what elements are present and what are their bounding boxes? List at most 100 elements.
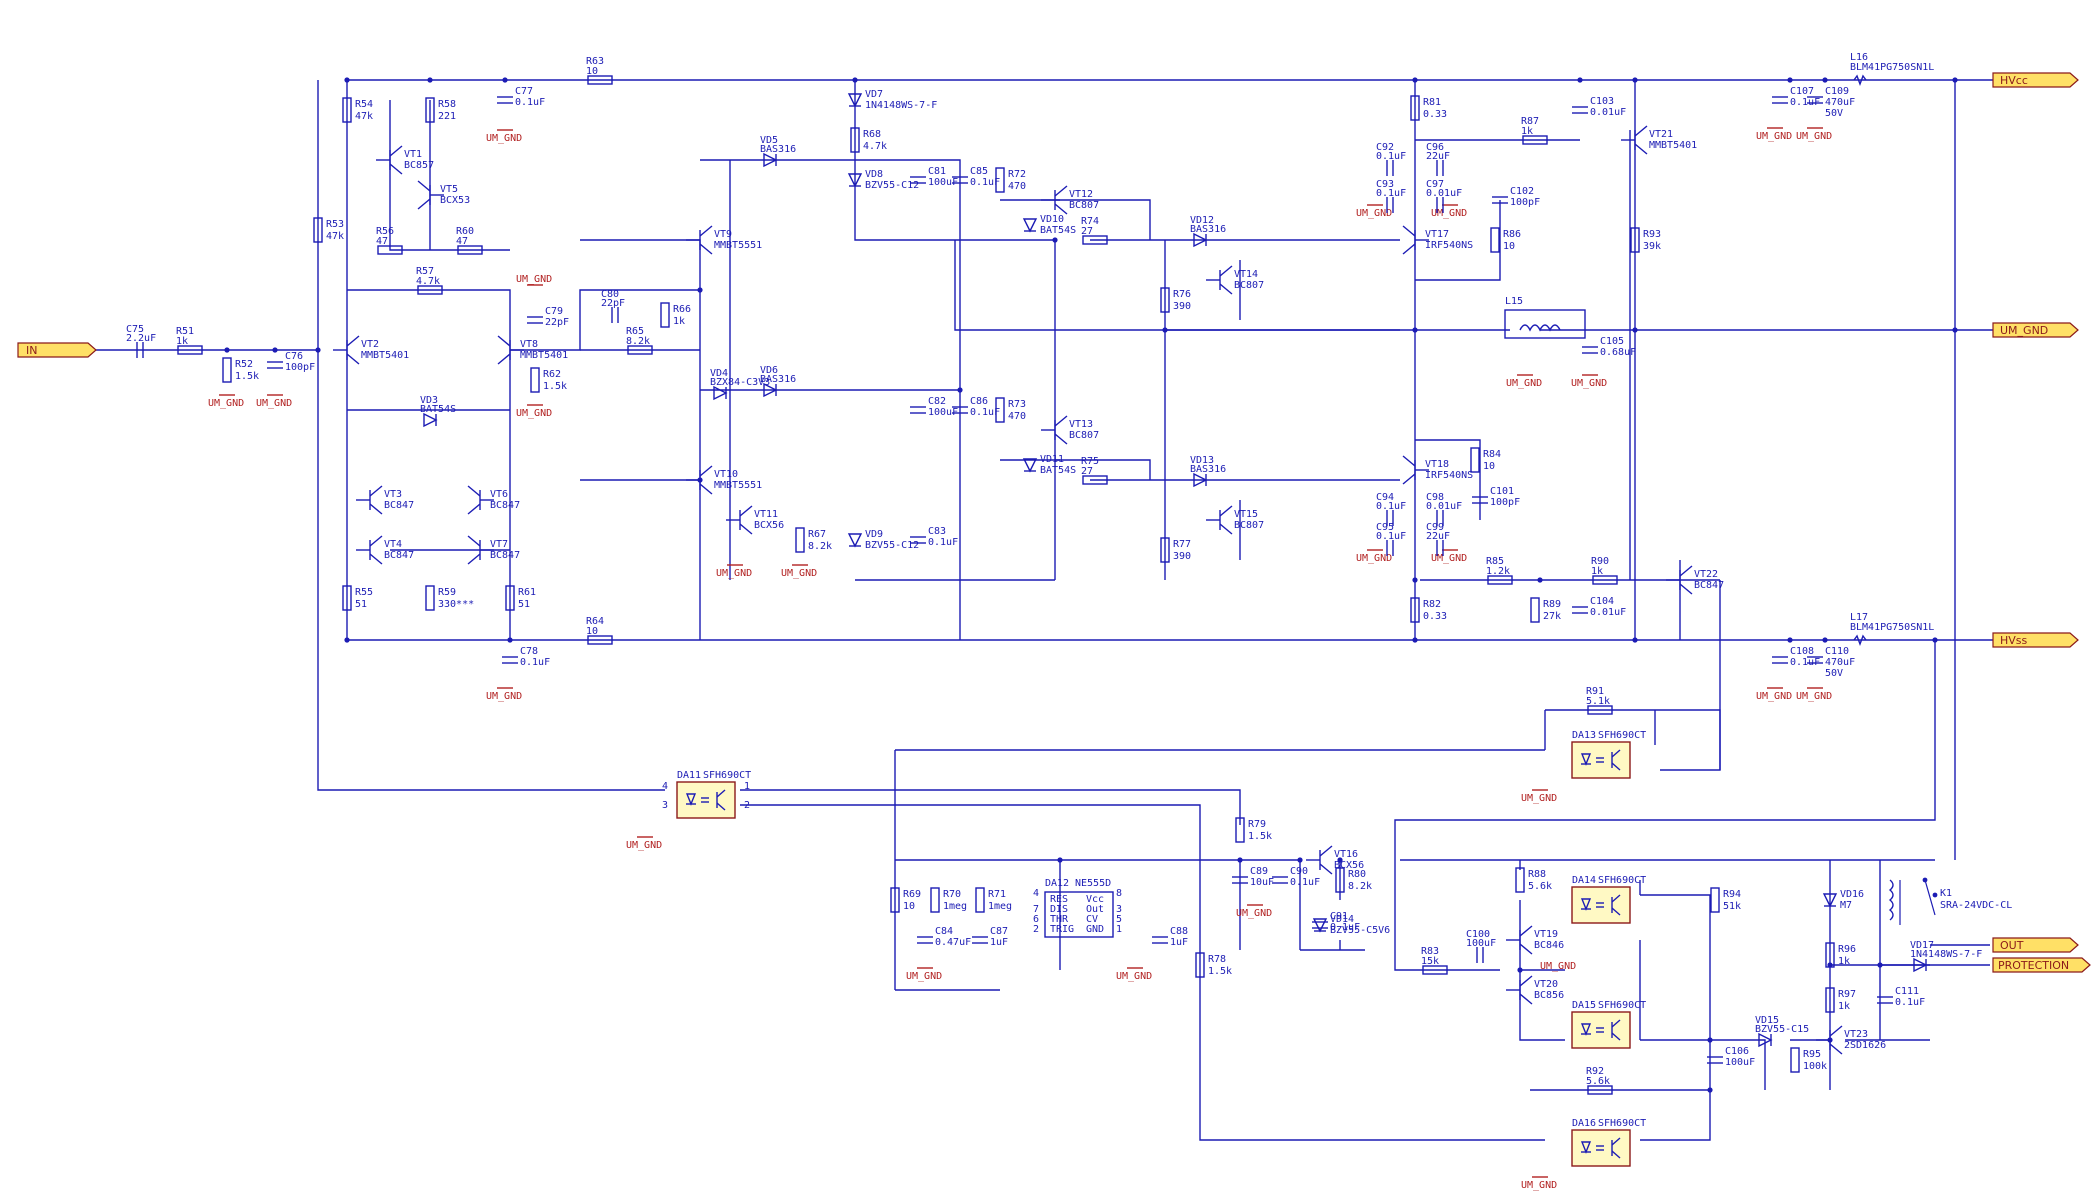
timer-pin-cv: CV — [1086, 914, 1098, 925]
resistor-value: 51k — [1723, 901, 1741, 912]
transistor-ref: VT2 — [361, 339, 379, 350]
optocoupler-value: SFH690CT — [1598, 1118, 1646, 1129]
transistor-value: BC847 — [384, 550, 414, 561]
resistor-value: 15k — [1421, 956, 1439, 967]
transistor-ref: VT20 — [1534, 979, 1558, 990]
resistor-value: 1k — [673, 316, 685, 327]
relay-ref: K1 — [1940, 888, 1952, 899]
capacitor-ref: C91 — [1330, 911, 1348, 922]
timer-pin-trig: TRIG — [1050, 924, 1074, 935]
capacitor-ref: C85 — [970, 166, 988, 177]
timer-pin-out: Out — [1086, 904, 1104, 915]
resistor-ref: R76 — [1173, 289, 1191, 300]
capacitor-layer: C752.2uFC76100pFC770.1uFC780.1uFC7922pFC… — [126, 86, 1925, 1068]
diode-ref: VD5 — [760, 135, 778, 146]
capacitor-ref: C79 — [545, 306, 563, 317]
optocoupler-value: SFH690CT — [703, 770, 751, 781]
resistor-ref: R95 — [1803, 1049, 1821, 1060]
capacitor-value: 0.1uF — [1376, 531, 1406, 542]
transistor-ref: VT1 — [404, 149, 422, 160]
capacitor-value: 0.1uF — [1376, 151, 1406, 162]
pin-number: 4 — [662, 781, 668, 792]
transistor-value: MMBT5401 — [520, 350, 568, 361]
resistor-ref: R96 — [1838, 944, 1856, 955]
resistor-value: 1k — [1521, 126, 1533, 137]
capacitor-ref: C96 — [1426, 142, 1444, 153]
capacitor-ref: C78 — [520, 646, 538, 657]
capacitor-value: 22pF — [545, 317, 569, 328]
diode-value: M7 — [1840, 900, 1852, 911]
diode-ref: VD13 — [1190, 455, 1214, 466]
diode-ref: VD15 — [1755, 1015, 1779, 1026]
resistor-ref: R75 — [1081, 456, 1099, 467]
resistor-ref: R93 — [1643, 229, 1661, 240]
capacitor-value: 0.1uF — [520, 657, 550, 668]
resistor-ref: R59 — [438, 587, 456, 598]
resistor-value: 1.5k — [1208, 966, 1232, 977]
resistor-value: 10 — [1503, 241, 1515, 252]
timer-ref: DA12 — [1045, 878, 1069, 889]
diode-value: BZV55-C12 — [865, 180, 919, 191]
transistor-ref: VT10 — [714, 469, 738, 480]
timer-pin-num: 5 — [1116, 914, 1122, 925]
resistor-value: 39k — [1643, 241, 1661, 252]
transistor-value: MMBT5401 — [1649, 140, 1697, 151]
capacitor-value: 0.1uF — [1790, 97, 1820, 108]
diode-value: BAT54S — [1040, 225, 1076, 236]
diode-value: BAT54S — [1040, 465, 1076, 476]
diode-value: 1N4148WS-7-F — [1910, 949, 1982, 960]
capacitor-value: 0.1uF — [1895, 997, 1925, 1008]
capacitor-value: 100pF — [285, 362, 315, 373]
resistor-layer: R511kR521.5kR5347kR5447kR5551R5647R574.7… — [176, 56, 1856, 1095]
transistor-ref: VT18 — [1425, 459, 1449, 470]
resistor-value: 27 — [1081, 466, 1093, 477]
input-port: IN — [17, 342, 97, 358]
diode-value: BAT54S — [420, 404, 456, 415]
capacitor-value: 0.47uF — [935, 937, 971, 948]
diode-value: BZV55-C12 — [865, 540, 919, 551]
optocoupler-value: SFH690CT — [1598, 730, 1646, 741]
resistor-ref: R63 — [586, 56, 604, 67]
hvcc-port-label: HVcc — [2000, 74, 2028, 87]
transistor-ref: VT23 — [1844, 1029, 1868, 1040]
gnd-label: UM_GND — [1540, 961, 1576, 972]
resistor-ref: R64 — [586, 616, 604, 627]
transistor-value: IRF540NS — [1425, 240, 1473, 251]
transistor-value: MMBT5551 — [714, 240, 762, 251]
relay-k1: K1 SRA-24VDC-CL — [1888, 877, 2012, 925]
inductor-ref: L17 — [1850, 612, 1868, 623]
transistor-ref: VT11 — [754, 509, 778, 520]
transistor-ref: VT21 — [1649, 129, 1673, 140]
gnd-label: UM_GND — [1756, 691, 1792, 702]
diode-value: BZV55-C5V6 — [1330, 925, 1390, 936]
transistor-value: BC856 — [1534, 990, 1564, 1001]
